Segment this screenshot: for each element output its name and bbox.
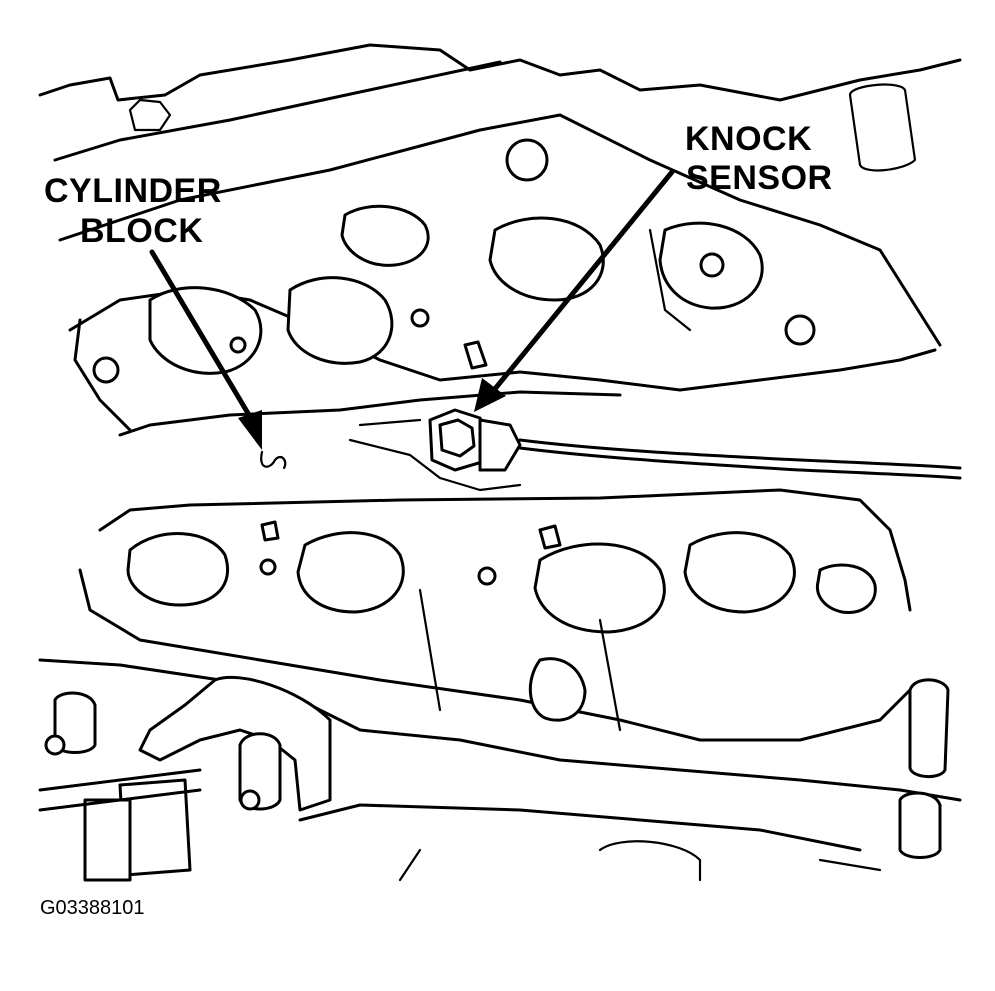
cylinder-block-leader [149, 249, 255, 423]
knock-sensor-drawing [348, 408, 962, 492]
cylinder-block-arrowhead [238, 410, 262, 450]
lower-manifold-gasket [78, 488, 912, 742]
cylinder-block-pointer-tail [260, 450, 287, 470]
knock-sensor-label-line1: KNOCK [685, 120, 813, 158]
callout-arrows [149, 169, 675, 470]
cylinder-block-label-line2: BLOCK [80, 212, 204, 250]
upper-cylinder-head [38, 43, 962, 437]
cylinder-block-label-line1: CYLINDER [44, 172, 222, 210]
figure-id: G03388101 [40, 897, 145, 919]
knock-sensor-label-line2: SENSOR [686, 159, 833, 197]
knock-sensor-leader [487, 169, 675, 398]
knock-sensor-arrowhead [474, 378, 506, 412]
lower-fuel-rail [38, 658, 962, 882]
